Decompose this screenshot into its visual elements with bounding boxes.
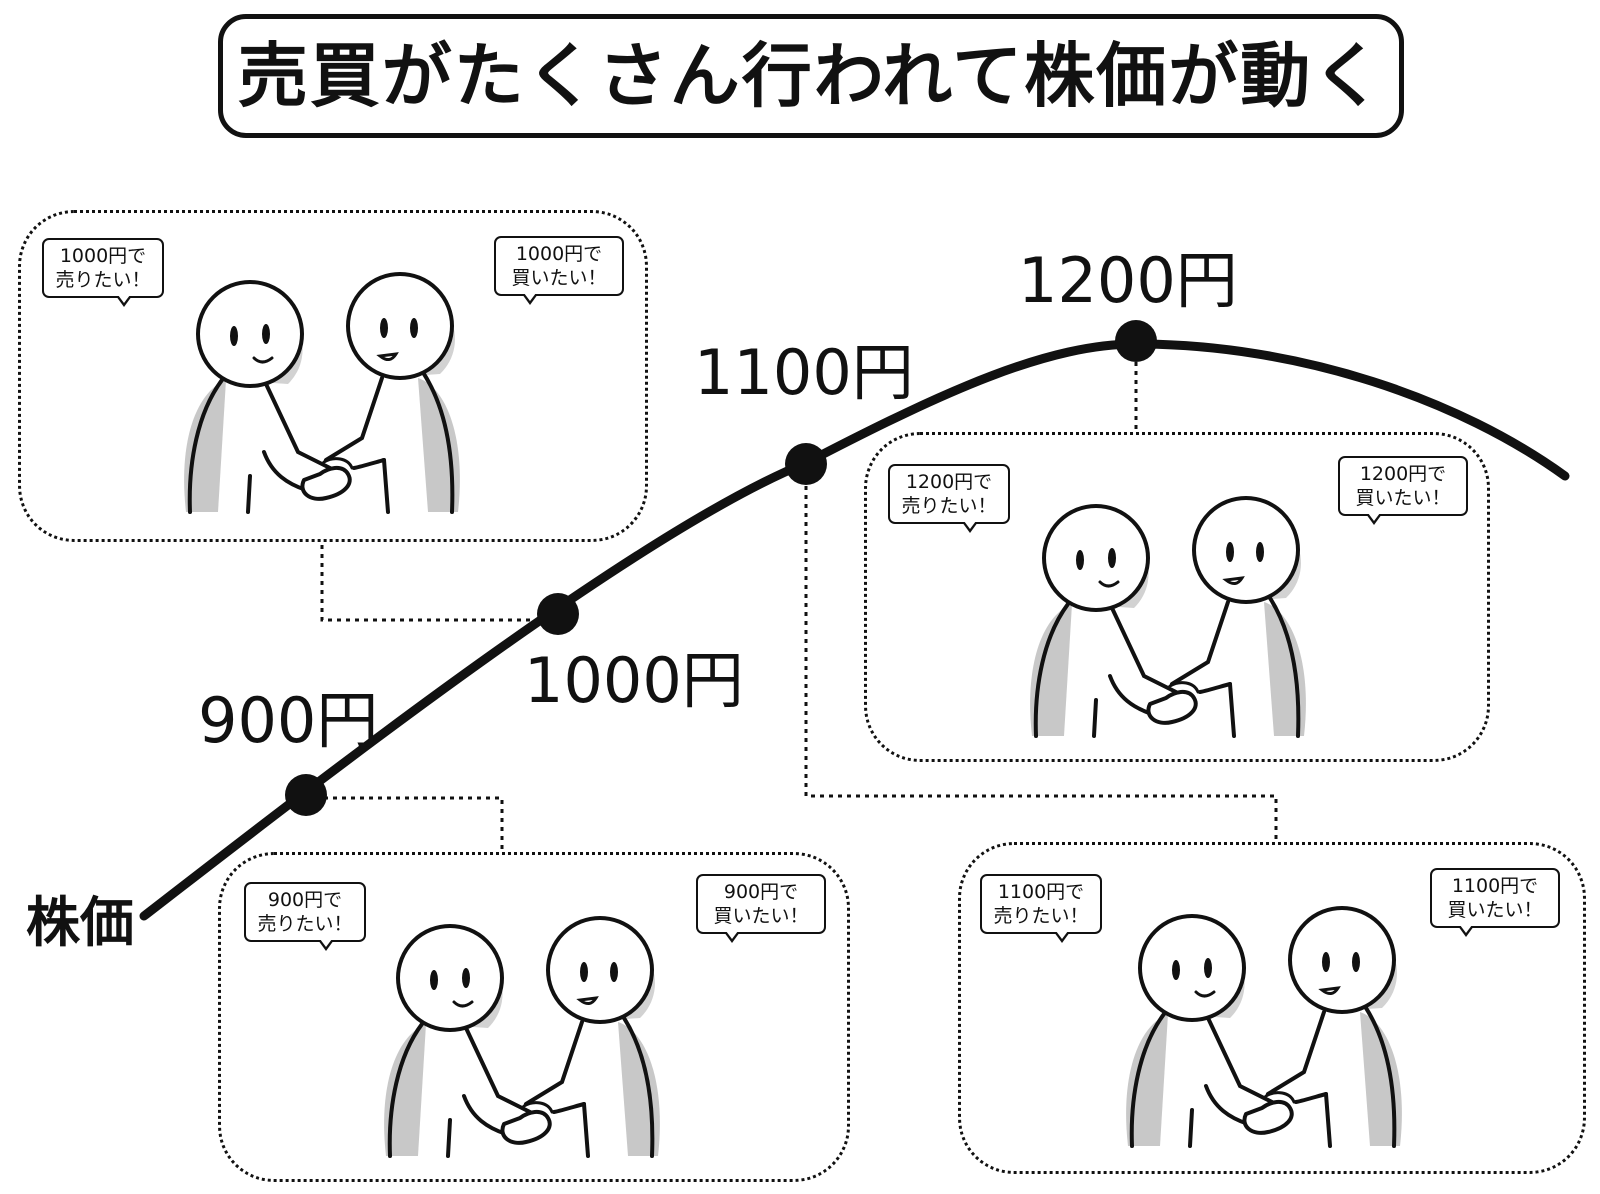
diagram-title: 売買がたくさん行われて株価が動く xyxy=(237,35,1385,117)
connector-900 xyxy=(306,796,504,852)
buyer-bubble-1200: 1200円で 買いたい！ xyxy=(1338,456,1468,525)
buyer-bubble-1000: 1000円で 買いたい！ xyxy=(494,236,624,305)
axis-label: 株価 xyxy=(26,891,134,954)
title-box: 売買がたくさん行われて株価が動く xyxy=(218,14,1404,138)
buyer-bubble-line2: 買いたい！ xyxy=(1447,899,1543,921)
seller-bubble-900: 900円で 売りたい！ xyxy=(244,882,366,951)
seller-bubble-line2: 売りたい！ xyxy=(55,269,151,291)
point-1200 xyxy=(1115,320,1157,362)
price-label-1000: 1000円 xyxy=(524,644,744,717)
handshake-people-1100 xyxy=(1124,906,1404,1148)
price-label-1200: 1200円 xyxy=(1018,244,1238,317)
buyer-bubble-line1: 1000円で xyxy=(515,243,603,265)
seller-bubble-1100: 1100円で 売りたい！ xyxy=(980,874,1102,943)
price-label-1100: 1100円 xyxy=(694,336,914,409)
buyer-bubble-line2: 買いたい！ xyxy=(1355,487,1451,509)
buyer-bubble-line1: 1200円で xyxy=(1359,463,1447,485)
seller-bubble-1000: 1000円で 売りたい！ xyxy=(42,238,164,307)
point-1100 xyxy=(785,443,827,485)
seller-bubble-line1: 900円で xyxy=(267,889,343,911)
point-900 xyxy=(285,774,327,816)
price-label-900: 900円 xyxy=(198,684,379,757)
handshake-people-900 xyxy=(382,916,662,1158)
handshake-people-1000 xyxy=(182,272,462,514)
buyer-bubble-line1: 1100円で xyxy=(1451,875,1539,897)
buyer-bubble-line1: 900円で xyxy=(723,881,799,903)
seller-bubble-line1: 1200円で xyxy=(905,471,993,493)
buyer-bubble-line2: 買いたい！ xyxy=(713,905,809,927)
seller-bubble-line1: 1100円で xyxy=(997,881,1085,903)
seller-bubble-line2: 売りたい！ xyxy=(257,913,353,935)
seller-bubble-line2: 売りたい！ xyxy=(993,905,1089,927)
price-curve xyxy=(139,339,1570,921)
seller-bubble-line2: 売りたい！ xyxy=(901,495,997,517)
connector-1100 xyxy=(804,468,1278,842)
handshake-people-1200 xyxy=(1028,496,1308,738)
seller-bubble-1200: 1200円で 売りたい！ xyxy=(888,464,1010,533)
point-1000 xyxy=(537,593,579,635)
buyer-bubble-line2: 買いたい！ xyxy=(511,267,607,289)
seller-bubble-line1: 1000円で xyxy=(59,245,147,267)
buyer-bubble-900: 900円で 買いたい！ xyxy=(696,874,826,943)
buyer-bubble-1100: 1100円で 買いたい！ xyxy=(1430,868,1560,937)
connector-1000 xyxy=(320,545,548,622)
